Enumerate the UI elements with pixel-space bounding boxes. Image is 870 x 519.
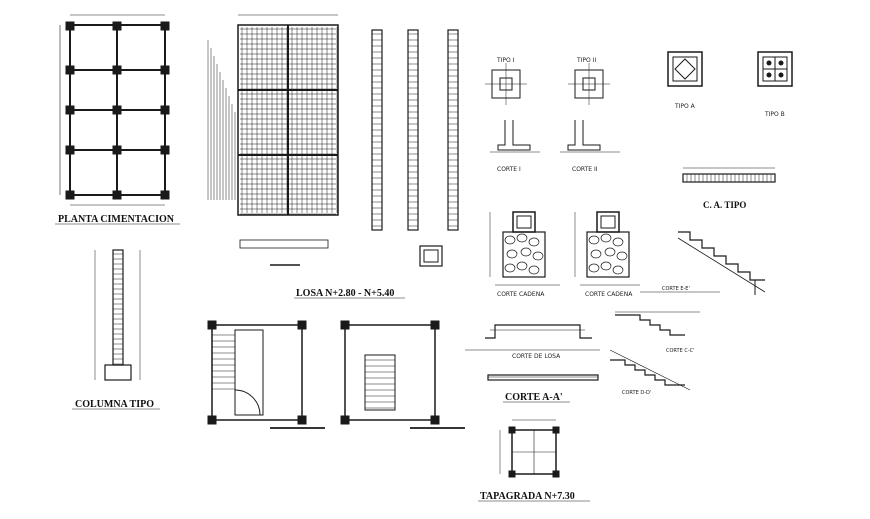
corte-aa — [487, 374, 599, 381]
label-tipo-b: TIPO B — [764, 111, 785, 118]
tipo-column-sections — [667, 51, 793, 87]
corte-de-losa — [465, 324, 600, 351]
small-beam-detail — [419, 245, 443, 267]
label-planta-cimentacion: PLANTA CIMENTACION — [58, 214, 175, 225]
stair-plan-1 — [207, 320, 325, 429]
corte-cc — [615, 311, 700, 336]
label-corte-cc: CORTE C-C' — [666, 348, 695, 354]
planta-cimentacion-plan — [59, 14, 170, 206]
stair-section-ee — [640, 231, 766, 295]
label-corte-cadena-2: CORTE CADENA — [585, 291, 633, 298]
label-corte-de-losa: CORTE DE LOSA — [512, 353, 561, 360]
beam-sections — [371, 29, 459, 231]
label-corte-cadena-1: CORTE CADENA — [497, 291, 545, 298]
label-tipo-i: TIPO I — [496, 57, 515, 64]
stair-plan-2 — [340, 320, 465, 429]
losa-plan — [207, 14, 339, 266]
tipo-footings — [485, 63, 620, 153]
corte-dd — [609, 349, 691, 391]
corte-cadena-details — [489, 211, 640, 286]
label-ca-tipo: C. A. TIPO — [703, 200, 746, 210]
label-tipo-a: TIPO A — [674, 103, 696, 110]
label-columna-tipo: COLUMNA TIPO — [75, 399, 154, 410]
label-losa: LOSA N+2.80 - N+5.40 — [296, 288, 394, 299]
label-tapagrada: TAPAGRADA N+7.30 — [480, 491, 575, 502]
label-tipo-ii: TIPO II — [576, 57, 596, 64]
tapagrada-plan — [499, 419, 560, 478]
label-corte-dd: CORTE D-D' — [622, 390, 651, 396]
ca-tipo-beam — [682, 167, 776, 183]
label-corte-ee: CORTE E-E' — [662, 286, 690, 292]
label-corte-aa: CORTE A-A' — [505, 392, 563, 403]
label-corte-ii: CORTE II — [572, 166, 598, 173]
columna-tipo-elevation — [94, 249, 141, 381]
label-corte-i: CORTE I — [497, 166, 521, 173]
